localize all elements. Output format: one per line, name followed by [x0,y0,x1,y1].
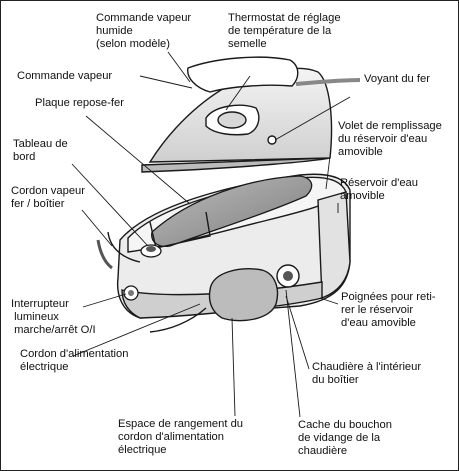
label-chaudiere: Chaudière à l'intérieur du boîtier [312,361,421,387]
label-commande-vapeur-humide: Commande vapeur humide (selon modèle) [96,12,191,52]
label-poignees: Poignées pour reti- rer le réservoir d'e… [341,291,436,331]
label-cordon-vapeur: Cordon vapeur fer / boîtier [11,185,85,211]
label-espace-rangement: Espace de rangement du cordon d'alimenta… [118,418,243,458]
label-voyant-du-fer: Voyant du fer [364,73,430,86]
label-commande-vapeur: Commande vapeur [17,70,112,83]
cord-storage-recess [210,269,278,321]
label-reservoir-eau: Réservoir d'eau amovible [340,177,418,203]
label-interrupteur: Interrupteur lumineux marche/arrêt O/I [11,298,96,338]
label-tableau-de-bord: Tableau de bord [13,138,68,164]
label-thermostat: Thermostat de réglage de température de … [228,12,341,52]
iron [142,57,332,172]
label-cache-bouchon: Cache du bouchon de vidange de la chaudi… [298,419,392,459]
label-volet-remplissage: Volet de remplissage du réservoir d'eau … [338,120,442,160]
label-plaque-repose-fer: Plaque repose-fer [35,97,124,110]
label-cordon-alimentation: Cordon d'alimentation électrique [20,348,128,374]
